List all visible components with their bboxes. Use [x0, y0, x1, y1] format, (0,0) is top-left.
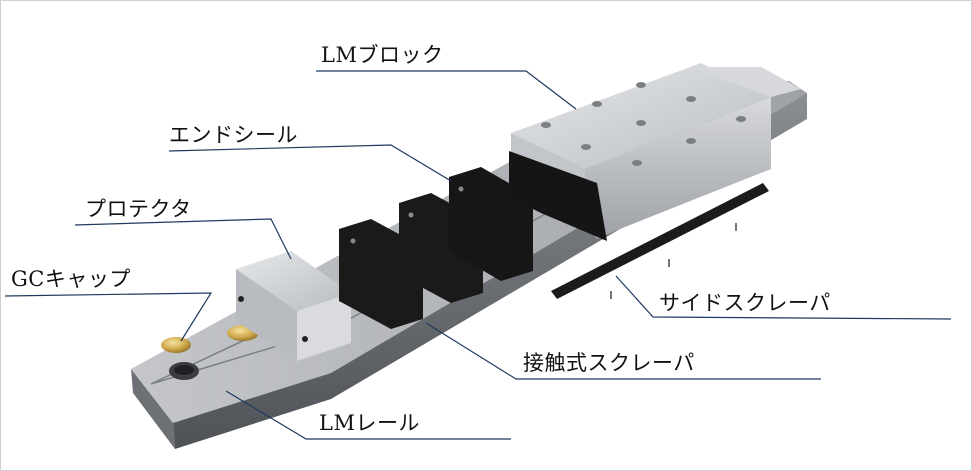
label-protector: プロテクタ: [85, 197, 192, 221]
leader-gc-cap: [4, 292, 213, 342]
block-end-seal: [509, 151, 607, 241]
protector: [236, 251, 351, 361]
label-contact-scraper: 接触式スクレーパ: [523, 351, 695, 375]
label-gc-cap: GCキャップ: [11, 267, 131, 291]
label-end-seal: エンドシール: [169, 123, 298, 147]
leader-lm-rail: [225, 390, 511, 440]
lm-block: [509, 63, 801, 241]
leader-end-seal: [168, 144, 452, 182]
side-scraper: [551, 183, 769, 299]
leader-contact-scraper: [425, 322, 821, 380]
label-lm-rail: LMレール: [319, 411, 420, 435]
leader-side-scraper: [615, 275, 952, 320]
leader-lm-block: [316, 70, 577, 110]
leader-protector: [74, 218, 292, 260]
leader-lines: [4, 70, 952, 440]
label-side-scraper: サイドスクレーパ: [659, 291, 831, 315]
label-lm-block: LMブロック: [321, 43, 444, 67]
gc-cap: [161, 337, 191, 353]
